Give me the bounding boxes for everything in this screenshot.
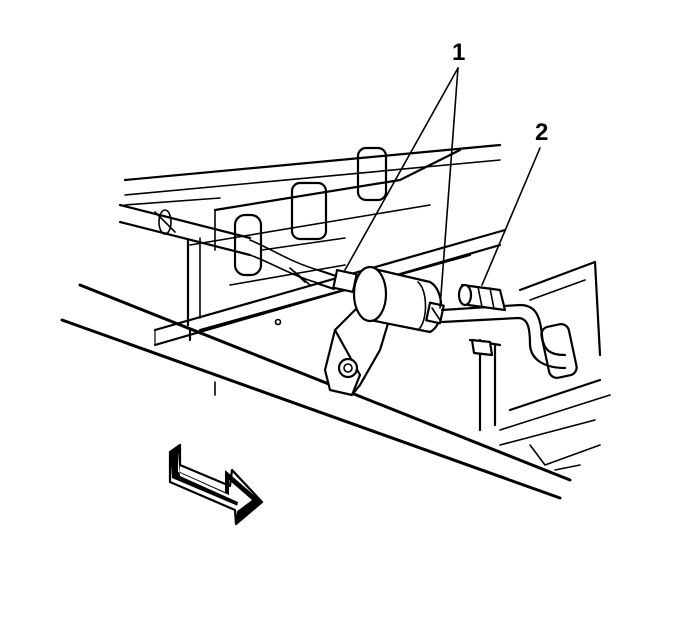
frame-front-flange [153,228,507,347]
callout-1-label: 1 [452,39,465,66]
callout-2-label: 2 [535,119,548,146]
fuel-filter [314,265,445,397]
fuel-tube-left [118,203,319,284]
callout-leaders [344,67,541,309]
front-direction-arrow-icon [168,443,264,526]
fuel-line-connector [440,283,567,370]
floor-panel-edges [60,283,572,500]
frame-right-box [478,260,611,471]
